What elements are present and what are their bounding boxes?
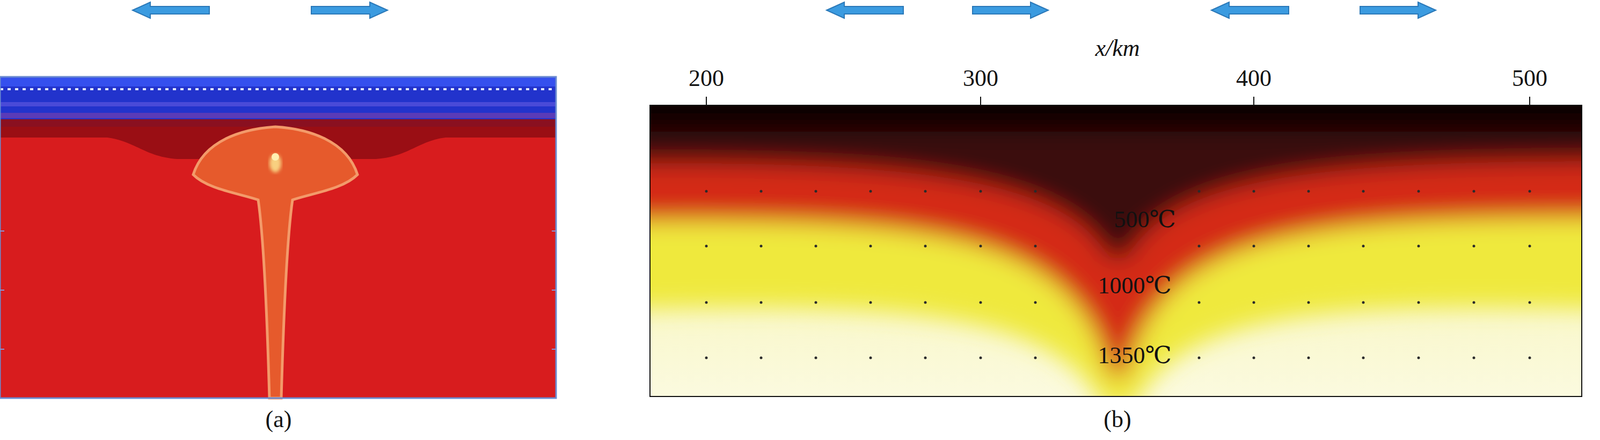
tick-label: 300 — [962, 66, 999, 91]
plume-model — [0, 76, 557, 398]
panel-caption: (b) — [1103, 407, 1131, 431]
isotherm-label: 1000℃ — [1097, 273, 1172, 298]
panel-caption: (a) — [265, 407, 292, 431]
tick-label: 200 — [688, 66, 725, 91]
isotherm-label: 500℃ — [1113, 207, 1176, 232]
axis-ticks — [706, 96, 1530, 106]
thermal-field — [617, 80, 1600, 408]
tick-label: 400 — [1236, 66, 1272, 91]
axis-title: x/km — [1094, 36, 1140, 61]
grid-dots — [705, 190, 1532, 360]
extension-arrows — [132, 2, 1436, 19]
tick-label: 500 — [1511, 66, 1548, 91]
isotherm-label: 1350℃ — [1097, 343, 1172, 368]
